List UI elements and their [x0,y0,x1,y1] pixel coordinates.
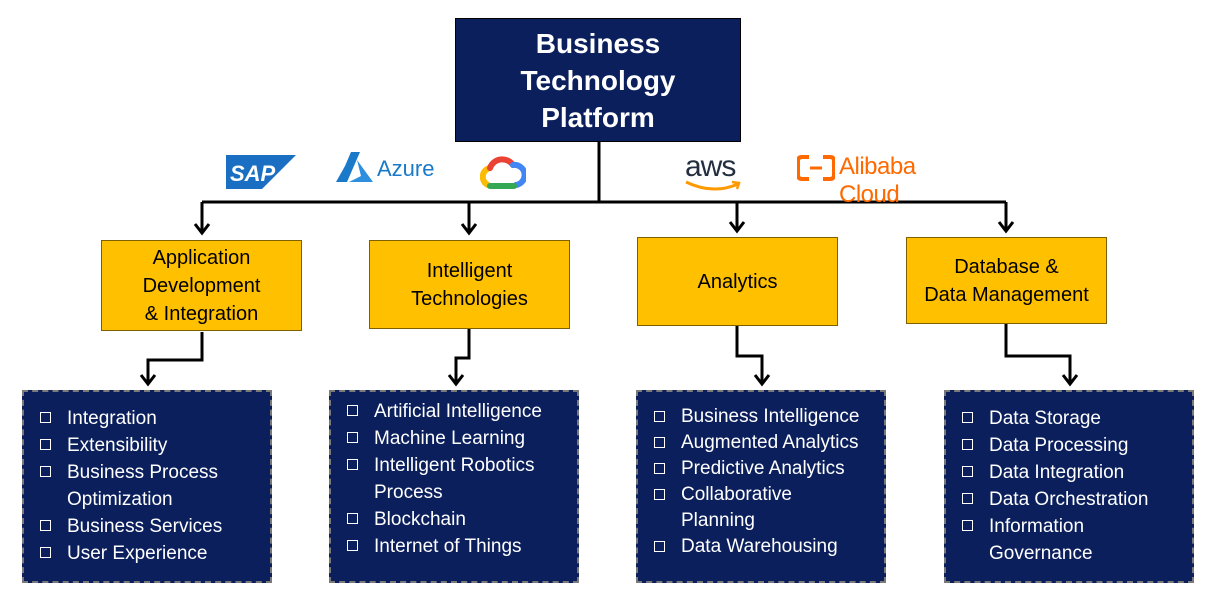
list-item: Data Processing [960,432,1184,459]
checkbox-icon [654,411,665,422]
category-label: & Integration [144,302,259,325]
checkbox-icon [40,439,51,450]
list-item: Machine Learning [345,425,569,452]
list-item: Integration [38,405,262,432]
list-item: Artificial Intelligence [345,398,569,425]
root-title-line2: Platform [541,101,655,133]
category-label: Technologies [411,287,528,310]
category-label: Database & [954,255,1059,278]
list-item: Business Intelligence [652,404,876,430]
checkbox-icon [40,547,51,558]
checkbox-icon [654,489,665,500]
category-label: Intelligent [426,259,513,282]
checkbox-icon [347,459,358,470]
list-item: Internet of Things [345,533,569,560]
alibaba-cloud-logo: Alibaba Cloud [797,152,977,208]
azure-logo-text: Azure [377,156,435,181]
aws-logo: aws [683,150,745,194]
checkbox-icon [654,463,665,474]
list-item: Data Orchestration [960,486,1184,513]
azure-logo: Azure [335,152,440,184]
root-node: Business Technology Platform [455,18,741,142]
aws-logo-text: aws [685,150,736,183]
list-application-development: Integration Extensibility Business Proce… [22,390,272,583]
root-title-line1: Business Technology [520,27,676,96]
checkbox-icon [654,541,665,552]
category-analytics: Analytics [637,237,838,326]
category-label: Application [152,246,251,269]
category-database-data-management: Database & Data Management [906,237,1107,324]
checkbox-icon [654,437,665,448]
checkbox-icon [347,513,358,524]
category-label: Data Management [924,283,1089,306]
list-item: Data Warehousing [652,534,876,560]
list-analytics: Business Intelligence Augmented Analytic… [636,390,886,583]
list-item: Predictive Analytics [652,456,876,482]
google-cloud-icon [479,155,528,191]
checkbox-icon [962,439,973,450]
category-application-development: Application Development & Integration [101,240,302,331]
list-database-data-management: Data Storage Data Processing Data Integr… [944,390,1194,583]
checkbox-icon [347,405,358,416]
checkbox-icon [347,432,358,443]
list-item: Business Services [38,513,262,540]
checkbox-icon [962,412,973,423]
sap-logo: SAP [226,155,296,189]
category-label: Analytics [697,270,778,293]
list-intelligent-technologies: Artificial Intelligence Machine Learning… [329,390,579,583]
list-item: Data Storage [960,405,1184,432]
checkbox-icon [40,412,51,423]
checkbox-icon [40,520,51,531]
category-intelligent-technologies: Intelligent Technologies [369,240,570,329]
aws-smile-icon [685,180,741,191]
category-label: Development [142,274,261,297]
list-item: Data Integration [960,459,1184,486]
alibaba-cloud-icon [797,155,835,181]
list-item: Extensibility [38,432,262,459]
list-item: Blockchain [345,506,569,533]
checkbox-icon [962,493,973,504]
checkbox-icon [962,520,973,531]
list-item: Augmented Analytics [652,430,876,456]
checkbox-icon [40,466,51,477]
alibaba-cloud-logo-text: Alibaba Cloud [839,153,916,208]
list-item: User Experience [38,540,262,567]
checkbox-icon [347,540,358,551]
sap-logo-text: SAP [230,161,276,186]
checkbox-icon [962,466,973,477]
azure-icon [336,152,373,182]
